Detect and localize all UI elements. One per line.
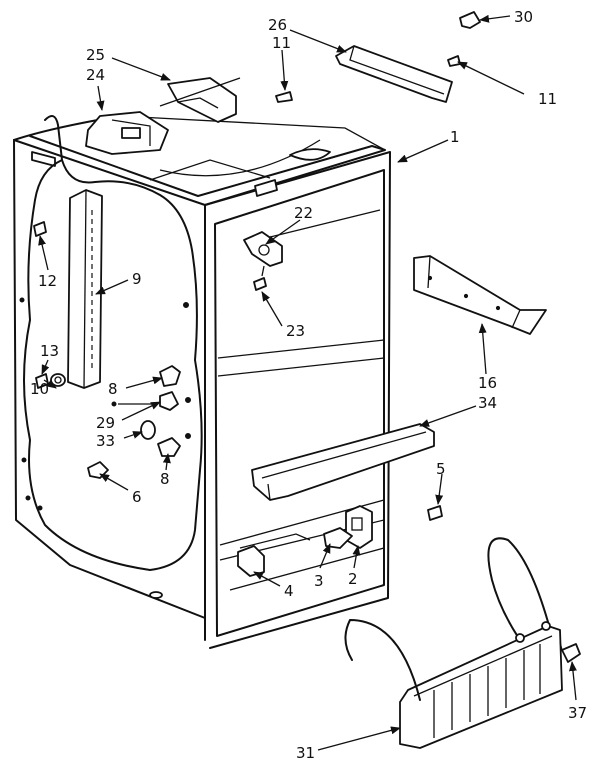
- callout-37: 37: [568, 704, 587, 722]
- part-16-side-rail: [413, 255, 547, 335]
- callout-labels: 30 26 11 11 25 24 1 22 23 12 9 16 34 13 …: [30, 8, 587, 762]
- callout-12: 12: [38, 272, 57, 290]
- callout-30: 30: [514, 8, 533, 26]
- callout-9: 9: [132, 270, 142, 288]
- part-37-clip: [559, 641, 581, 663]
- part-26-top-rail: [335, 45, 453, 103]
- callout-22: 22: [294, 204, 313, 222]
- callout-26: 26: [268, 16, 287, 34]
- leader-24-line: [159, 77, 241, 107]
- callout-5: 5: [436, 460, 446, 478]
- callout-10: 10: [30, 380, 49, 398]
- callout-4: 4: [284, 582, 294, 600]
- part-9-vertical-rail: [67, 189, 103, 389]
- callout-1: 1: [450, 128, 460, 146]
- callout-29: 29: [96, 414, 115, 432]
- part-31-heater-tray: [344, 537, 563, 749]
- part-8-clip-upper: [159, 365, 181, 387]
- cabinet-top-vents: [31, 148, 331, 197]
- callout-13: 13: [40, 342, 59, 360]
- callout-6: 6: [132, 488, 142, 506]
- leader-lines: [38, 14, 577, 751]
- cabinet-shell: [13, 115, 391, 649]
- part-24-control-box: [85, 111, 169, 155]
- part-2-hinge-bracket: [345, 505, 373, 549]
- callout-8-upper: 8: [108, 380, 118, 398]
- part-6-clip: [87, 461, 109, 479]
- callout-34: 34: [478, 394, 497, 412]
- callout-2: 2: [348, 570, 358, 588]
- screw-5: [427, 505, 443, 521]
- callout-16: 16: [478, 374, 497, 392]
- callout-3: 3: [314, 572, 324, 590]
- screw-11-top-right: [447, 55, 461, 67]
- callout-24: 24: [86, 66, 105, 84]
- part-30-clip: [459, 11, 481, 29]
- part-34-shelf-channel: [251, 423, 435, 501]
- part-12-fastener: [33, 221, 47, 237]
- part-25-top-bracket: [167, 77, 237, 123]
- part-4-block: [237, 545, 265, 577]
- callout-11-right: 11: [538, 90, 557, 108]
- part-29-bulb-socket: [111, 391, 179, 411]
- wire-harness: [23, 115, 203, 571]
- part-8-clip-lower: [157, 437, 181, 457]
- part-10-grommet: [50, 373, 66, 387]
- callout-23: 23: [286, 322, 305, 340]
- callout-25: 25: [86, 46, 105, 64]
- part-33-bulb: [140, 420, 156, 440]
- screw-11-top: [275, 91, 293, 103]
- callout-33: 33: [96, 432, 115, 450]
- callout-31: 31: [296, 744, 315, 762]
- wall-holes: [19, 297, 191, 599]
- callout-11-top: 11: [272, 34, 291, 52]
- screw-23: [253, 265, 267, 291]
- callout-8-lower: 8: [160, 470, 170, 488]
- base-channel: [239, 533, 311, 549]
